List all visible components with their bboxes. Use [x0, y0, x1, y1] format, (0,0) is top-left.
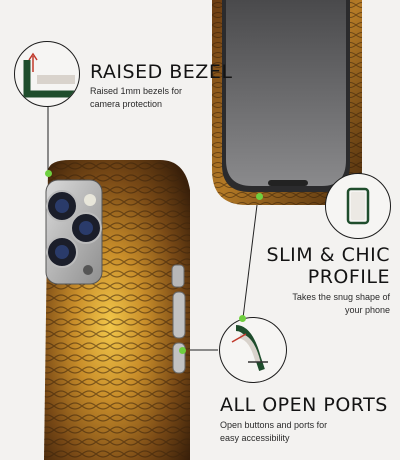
slim-chic-desc-line1: Takes the snug shape of: [292, 292, 390, 302]
port-icon: [219, 317, 287, 383]
raised-bezel-desc-line2: camera protection: [90, 99, 163, 109]
slim-chic-title-line2: PROFILE: [307, 266, 390, 288]
bezel-pointer-dot: [45, 170, 52, 177]
ports-pointer-dot-2: [239, 315, 246, 322]
slim-pointer-dot: [256, 193, 263, 200]
raised-bezel-title: RAISED BEZEL: [90, 61, 233, 83]
raised-bezel-desc-line1: Raised 1mm bezels for: [90, 86, 183, 96]
open-ports-desc-line2: easy accessibility: [220, 433, 290, 443]
phone-case-back: [40, 160, 190, 460]
all-open-ports-title: ALL OPEN PORTS: [220, 394, 388, 416]
phone-side-icon: [325, 173, 391, 239]
open-ports-desc-line1: Open buttons and ports for: [220, 420, 328, 430]
phone-case-front: [212, 0, 362, 205]
ports-pointer-dot: [179, 347, 186, 354]
slim-chic-desc-line2: your phone: [344, 305, 390, 315]
slim-chic-title-line1: SLIM & CHIC: [266, 244, 390, 266]
bezel-icon: [14, 41, 80, 107]
